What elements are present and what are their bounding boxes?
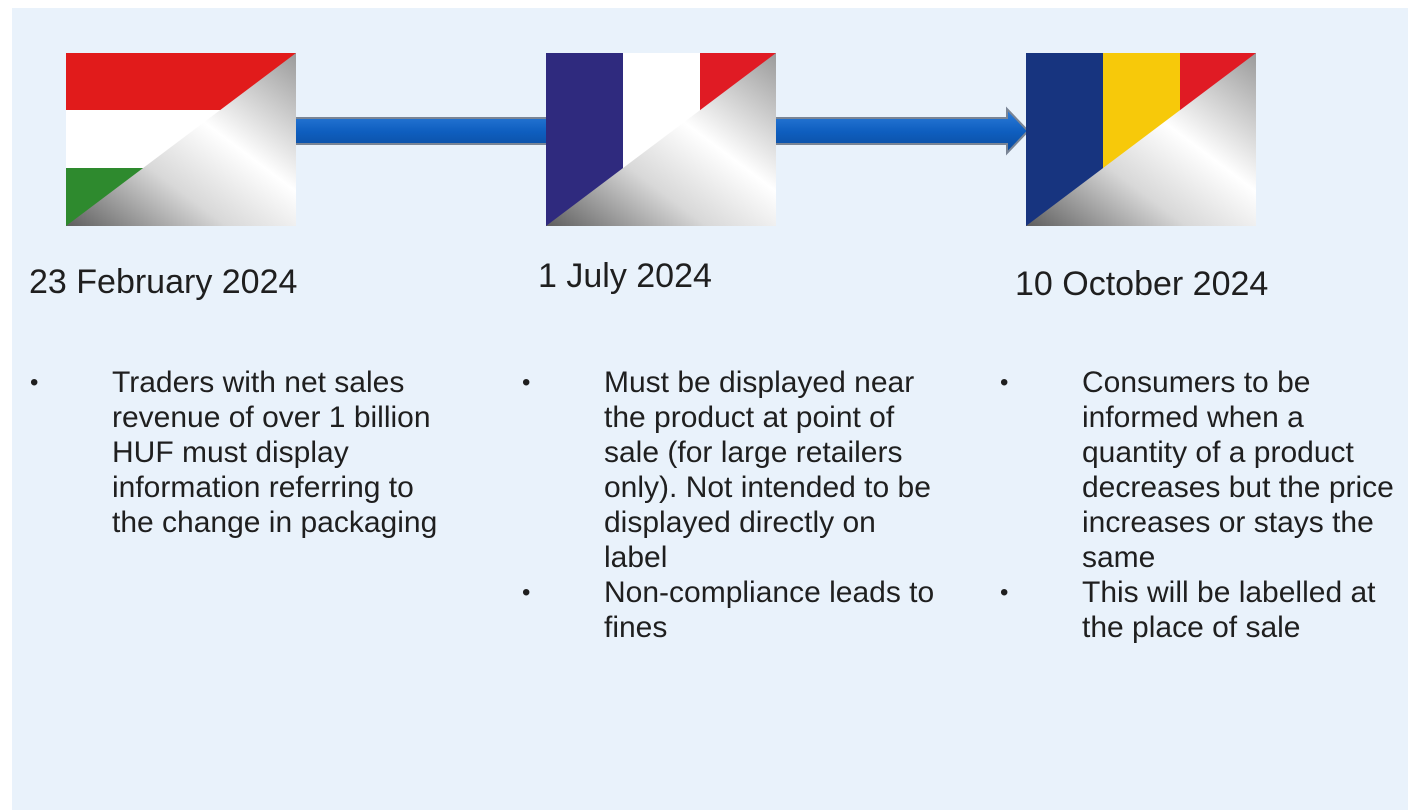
- romania-flag-icon: [1026, 53, 1256, 226]
- bullet-item: This will be labelled at the place of sa…: [1000, 575, 1406, 645]
- milestone-date-romania: 10 October 2024: [1015, 265, 1269, 303]
- milestone-bullets-hungary: Traders with net sales revenue of over 1…: [30, 365, 450, 540]
- bullet-item: Must be displayed near the product at po…: [522, 365, 942, 575]
- bullet-item: Consumers to be informed when a quantity…: [1000, 365, 1406, 575]
- hungary-flag-icon: [66, 53, 296, 226]
- milestone-date-france: 1 July 2024: [538, 257, 712, 295]
- timeline-diagram: [66, 53, 1256, 226]
- milestone-date-hungary: 23 February 2024: [29, 263, 298, 301]
- slide-background: 23 February 2024 Traders with net sales …: [12, 8, 1408, 810]
- milestone-bullets-france: Must be displayed near the product at po…: [522, 365, 942, 645]
- bullet-item: Traders with net sales revenue of over 1…: [30, 365, 450, 540]
- france-flag-icon: [546, 53, 776, 226]
- milestone-bullets-romania: Consumers to be informed when a quantity…: [1000, 365, 1406, 645]
- bullet-item: Non-compliance leads to fines: [522, 575, 942, 645]
